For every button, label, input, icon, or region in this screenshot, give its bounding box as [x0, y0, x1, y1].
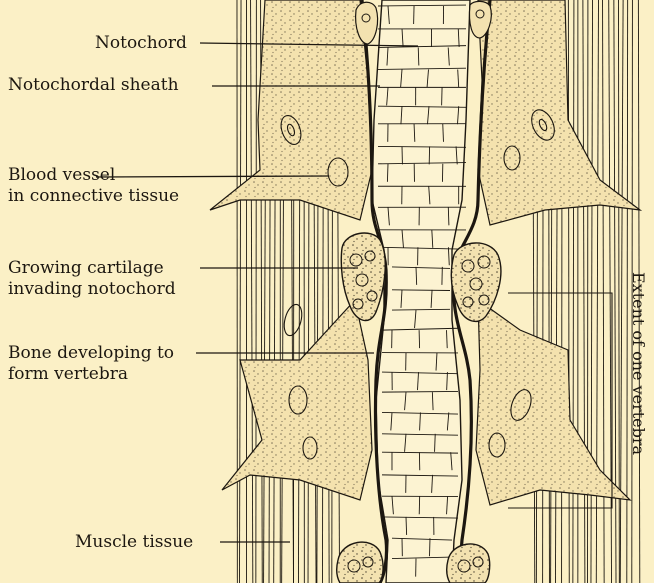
- muscle-fiber: [256, 0, 257, 583]
- muscle-fiber: [573, 0, 574, 583]
- label-bone-developing-line1: Bone developing to: [8, 343, 174, 363]
- notochord-cell-wall: [406, 517, 407, 535]
- label-bone-developing-line2: form vertebra: [8, 364, 128, 384]
- notochord-cell-wall: [387, 164, 388, 182]
- muscle-fiber: [627, 0, 628, 583]
- notochord-cell-wall: [418, 48, 419, 66]
- label-blood-vessel-line1: Blood vessel: [8, 165, 115, 185]
- label-muscle-tissue: Muscle tissue: [75, 532, 193, 552]
- muscle-fiber: [251, 0, 253, 583]
- muscle-fiber: [583, 0, 585, 583]
- label-blood-vessel-line2: in connective tissue: [8, 186, 179, 206]
- label-notochordal-sheath: Notochordal sheath: [8, 75, 179, 95]
- notochord-cell-wall: [392, 290, 450, 291]
- muscle-fiber: [568, 0, 569, 583]
- label-growing-cartilage-line2: invading notochord: [8, 279, 176, 299]
- notochord-cell-wall: [448, 207, 449, 225]
- label-extent-of-one-vertebra: Extent of one vertebra: [629, 272, 648, 455]
- muscle-fiber: [239, 0, 241, 583]
- label-growing-cartilage-line1: Growing cartilage: [8, 258, 164, 278]
- label-notochord: Notochord: [95, 33, 187, 53]
